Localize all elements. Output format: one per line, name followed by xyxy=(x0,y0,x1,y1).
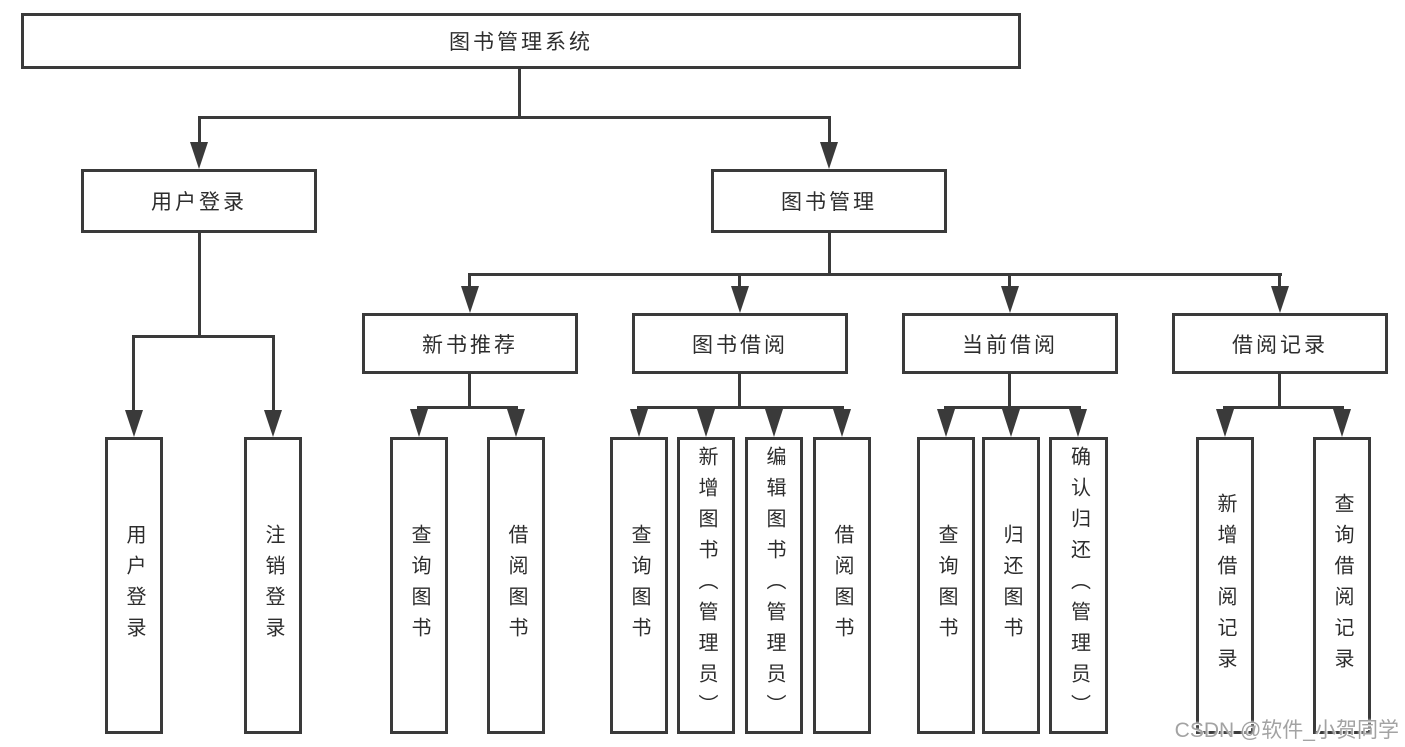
arrowhead-down xyxy=(765,409,783,437)
connector-vline xyxy=(1008,372,1011,409)
arrowhead-down xyxy=(820,142,838,169)
leaf-label: 新增图书（管理员） xyxy=(695,446,717,725)
connector-vline xyxy=(828,116,831,145)
arrowhead-down xyxy=(264,410,282,437)
arrowhead-down xyxy=(1216,409,1234,437)
arrowhead-down xyxy=(731,286,749,313)
leaf-query-books-borrowing: 查询图书 xyxy=(610,437,668,734)
connector-vline xyxy=(468,372,471,409)
leaf-add-borrow-record: 新增借阅记录 xyxy=(1196,437,1254,734)
node-new-book-recommend: 新书推荐 xyxy=(362,313,578,374)
node-label: 用户登录 xyxy=(151,191,247,214)
arrowhead-down xyxy=(1271,286,1289,313)
connector-vline xyxy=(272,335,275,412)
arrowhead-down xyxy=(833,409,851,437)
leaf-query-borrow-record: 查询借阅记录 xyxy=(1313,437,1371,734)
connector-vline xyxy=(1278,372,1281,409)
node-label: 图书管理 xyxy=(781,191,877,214)
leaf-label: 查询图书 xyxy=(628,523,650,648)
leaf-logout: 注销登录 xyxy=(244,437,302,734)
node-label: 图书借阅 xyxy=(692,333,788,357)
connector-vline xyxy=(738,273,741,289)
leaf-confirm-return-admin: 确认归还（管理员） xyxy=(1049,437,1108,734)
node-current-borrowing: 当前借阅 xyxy=(902,313,1118,374)
arrowhead-down xyxy=(190,142,208,169)
connector-vline xyxy=(198,231,201,337)
arrowhead-down xyxy=(697,409,715,437)
leaf-label: 用户登录 xyxy=(123,523,145,648)
connector-vline xyxy=(132,335,135,412)
connector-vline xyxy=(1008,273,1011,289)
leaf-add-book-admin: 新增图书（管理员） xyxy=(677,437,735,734)
connector-vline xyxy=(518,69,521,118)
connector-hline xyxy=(468,273,1282,276)
leaf-label: 归还图书 xyxy=(1000,523,1022,648)
leaf-return-book: 归还图书 xyxy=(982,437,1040,734)
leaf-label: 借阅图书 xyxy=(505,523,527,648)
node-label: 新书推荐 xyxy=(422,333,518,357)
leaf-query-books-recommend: 查询图书 xyxy=(390,437,448,734)
node-book-borrowing: 图书借阅 xyxy=(632,313,848,374)
connector-vline xyxy=(828,231,831,276)
connector-hline xyxy=(637,406,844,409)
connector-hline xyxy=(132,335,275,338)
arrowhead-down xyxy=(507,409,525,437)
leaf-query-books-current: 查询图书 xyxy=(917,437,975,734)
leaf-label: 确认归还（管理员） xyxy=(1067,446,1090,725)
arrowhead-down xyxy=(125,410,143,437)
connector-vline xyxy=(1278,273,1281,289)
leaf-borrow-books-recommend: 借阅图书 xyxy=(487,437,545,734)
leaf-label: 查询图书 xyxy=(935,523,957,648)
arrowhead-down xyxy=(461,286,479,313)
leaf-borrow-books-borrowing: 借阅图书 xyxy=(813,437,871,734)
connector-vline xyxy=(198,116,201,145)
arrowhead-down xyxy=(1333,409,1351,437)
leaf-label: 新增借阅记录 xyxy=(1214,492,1236,679)
node-label: 图书管理系统 xyxy=(449,31,593,54)
node-label: 当前借阅 xyxy=(962,333,1058,357)
connector-hline xyxy=(198,116,831,119)
connector-vline xyxy=(738,372,741,409)
arrowhead-down xyxy=(410,409,428,437)
leaf-label: 注销登录 xyxy=(262,523,284,648)
node-book-management: 图书管理 xyxy=(711,169,947,233)
leaf-label: 查询图书 xyxy=(408,523,430,648)
leaf-edit-book-admin: 编辑图书（管理员） xyxy=(745,437,803,734)
arrowhead-down xyxy=(1001,286,1019,313)
arrowhead-down xyxy=(1002,409,1020,437)
leaf-label: 编辑图书（管理员） xyxy=(763,446,785,725)
node-user-login: 用户登录 xyxy=(81,169,317,233)
leaf-label: 查询借阅记录 xyxy=(1331,492,1353,679)
connector-hline xyxy=(417,406,518,409)
leaf-user-login: 用户登录 xyxy=(105,437,163,734)
connector-hline xyxy=(944,406,1081,409)
node-borrowing-records: 借阅记录 xyxy=(1172,313,1388,374)
arrowhead-down xyxy=(937,409,955,437)
connector-hline xyxy=(1223,406,1344,409)
leaf-label: 借阅图书 xyxy=(831,523,853,648)
csdn-watermark: CSDN @软件_小贺同学 xyxy=(1174,719,1399,742)
node-label: 借阅记录 xyxy=(1232,333,1328,357)
node-library-management-system: 图书管理系统 xyxy=(21,13,1021,69)
connector-vline xyxy=(468,273,471,289)
arrowhead-down xyxy=(630,409,648,437)
arrowhead-down xyxy=(1069,409,1087,437)
